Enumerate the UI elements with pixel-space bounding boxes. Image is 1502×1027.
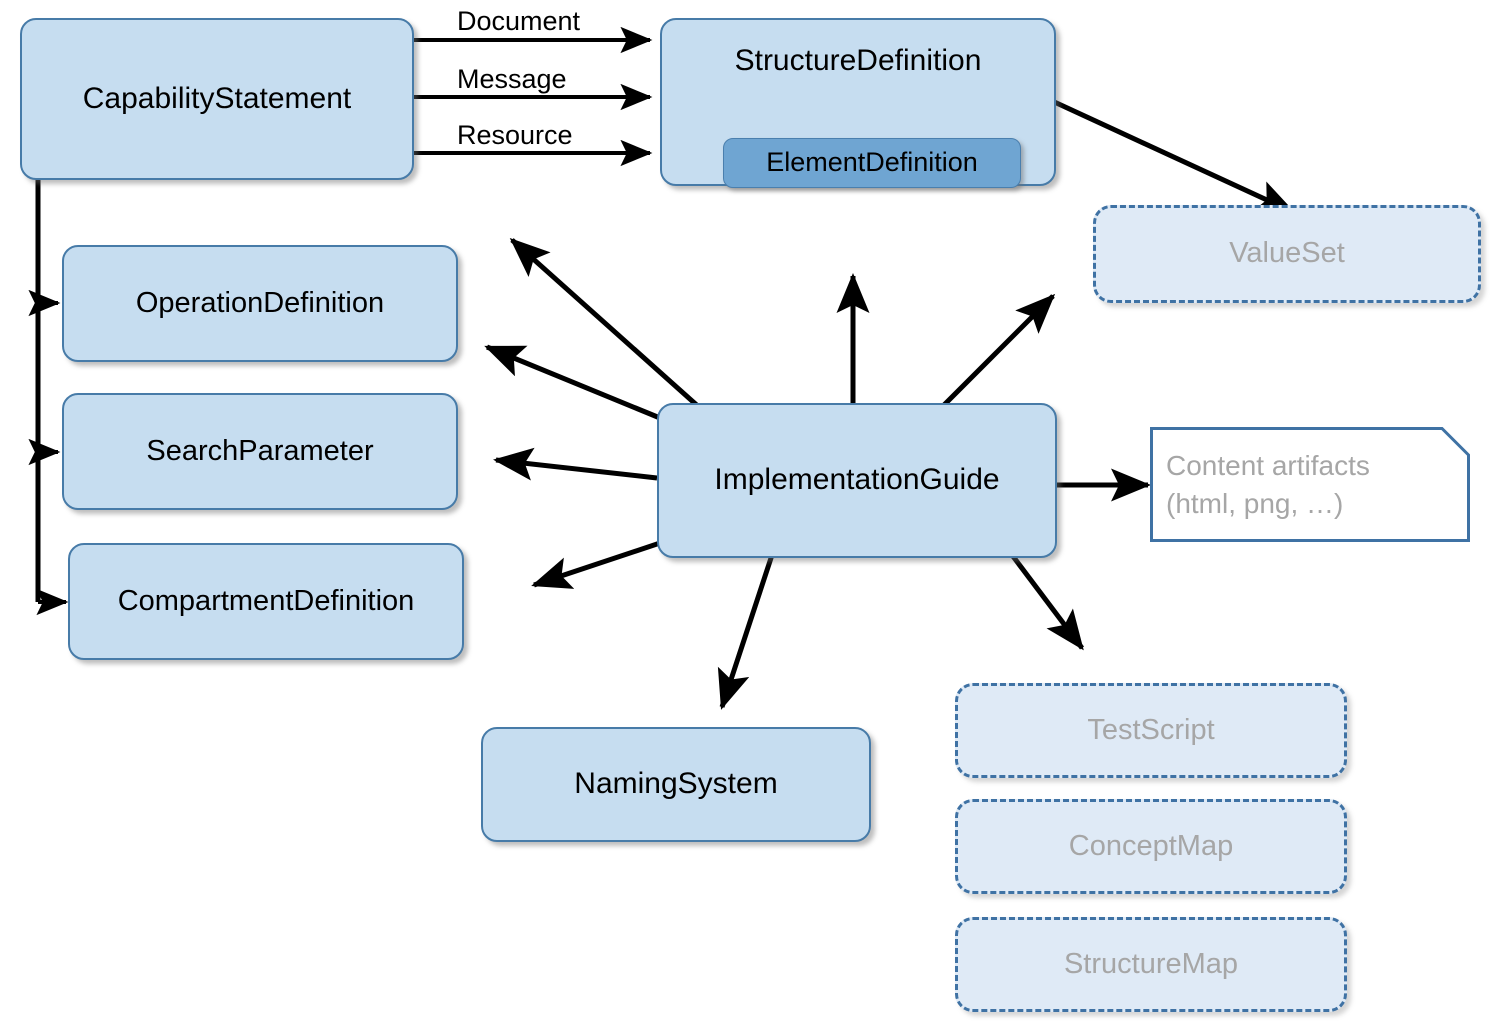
edge-label-message: Message	[457, 64, 567, 94]
node-label-implementation-guide: ImplementationGuide	[714, 463, 1000, 497]
edge-label-document: Document	[457, 6, 581, 36]
edge-ig-to-operationdefinition	[484, 344, 661, 421]
edge-ig-to-namingsystem	[717, 554, 775, 710]
document-shape-icon	[1150, 427, 1470, 542]
edge-ig-to-structuredefinition	[509, 238, 702, 410]
node-label-value-set: ValueSet	[1229, 237, 1345, 270]
node-label-search-parameter: SearchParameter	[146, 434, 374, 467]
edge-ig-to-valueset	[941, 293, 1056, 408]
node-search-parameter[interactable]: SearchParameter	[62, 393, 458, 510]
edge-ig-to-searchparameter	[493, 447, 658, 481]
edge-ig-to-maps	[1010, 553, 1084, 651]
node-naming-system[interactable]: NamingSystem	[481, 727, 871, 842]
node-label-content-artifacts: Content artifacts (html, png, …)	[1166, 447, 1370, 523]
edge-ig-to-compartmentdefinition	[531, 540, 661, 589]
edge-structuredefinition-to-valueset	[1048, 97, 1296, 215]
node-label-operation-definition: OperationDefinition	[135, 286, 385, 319]
node-label-structure-map: StructureMap	[1063, 947, 1239, 980]
node-label-compartment-definition: CompartmentDefinition	[117, 584, 415, 617]
node-compartment-definition[interactable]: CompartmentDefinition	[68, 543, 464, 660]
content-artifacts-line-1: Content artifacts	[1166, 449, 1370, 481]
node-structure-definition[interactable]: StructureDefinition ElementDefinition	[660, 18, 1056, 188]
node-element-definition[interactable]: ElementDefinition	[723, 138, 1021, 188]
node-value-set[interactable]: ValueSet	[1093, 205, 1481, 303]
node-capability-statement[interactable]: CapabilityStatement	[20, 18, 414, 180]
node-label-concept-map: ConceptMap	[1068, 829, 1234, 862]
node-label-element-definition: ElementDefinition	[766, 147, 978, 178]
node-label-capability-statement: CapabilityStatement	[82, 81, 352, 115]
node-label-naming-system: NamingSystem	[574, 767, 778, 801]
node-operation-definition[interactable]: OperationDefinition	[62, 245, 458, 362]
node-content-artifacts[interactable]: Content artifacts (html, png, …)	[1150, 427, 1470, 542]
node-structure-map[interactable]: StructureMap	[955, 917, 1347, 1012]
node-test-script[interactable]: TestScript	[955, 683, 1347, 778]
node-concept-map[interactable]: ConceptMap	[955, 799, 1347, 894]
node-implementation-guide[interactable]: ImplementationGuide	[657, 403, 1057, 558]
node-label-test-script: TestScript	[1087, 713, 1215, 746]
edge-label-resource: Resource	[457, 120, 573, 150]
content-artifacts-line-2: (html, png, …)	[1166, 487, 1344, 519]
node-label-structure-definition: StructureDefinition	[734, 44, 982, 77]
